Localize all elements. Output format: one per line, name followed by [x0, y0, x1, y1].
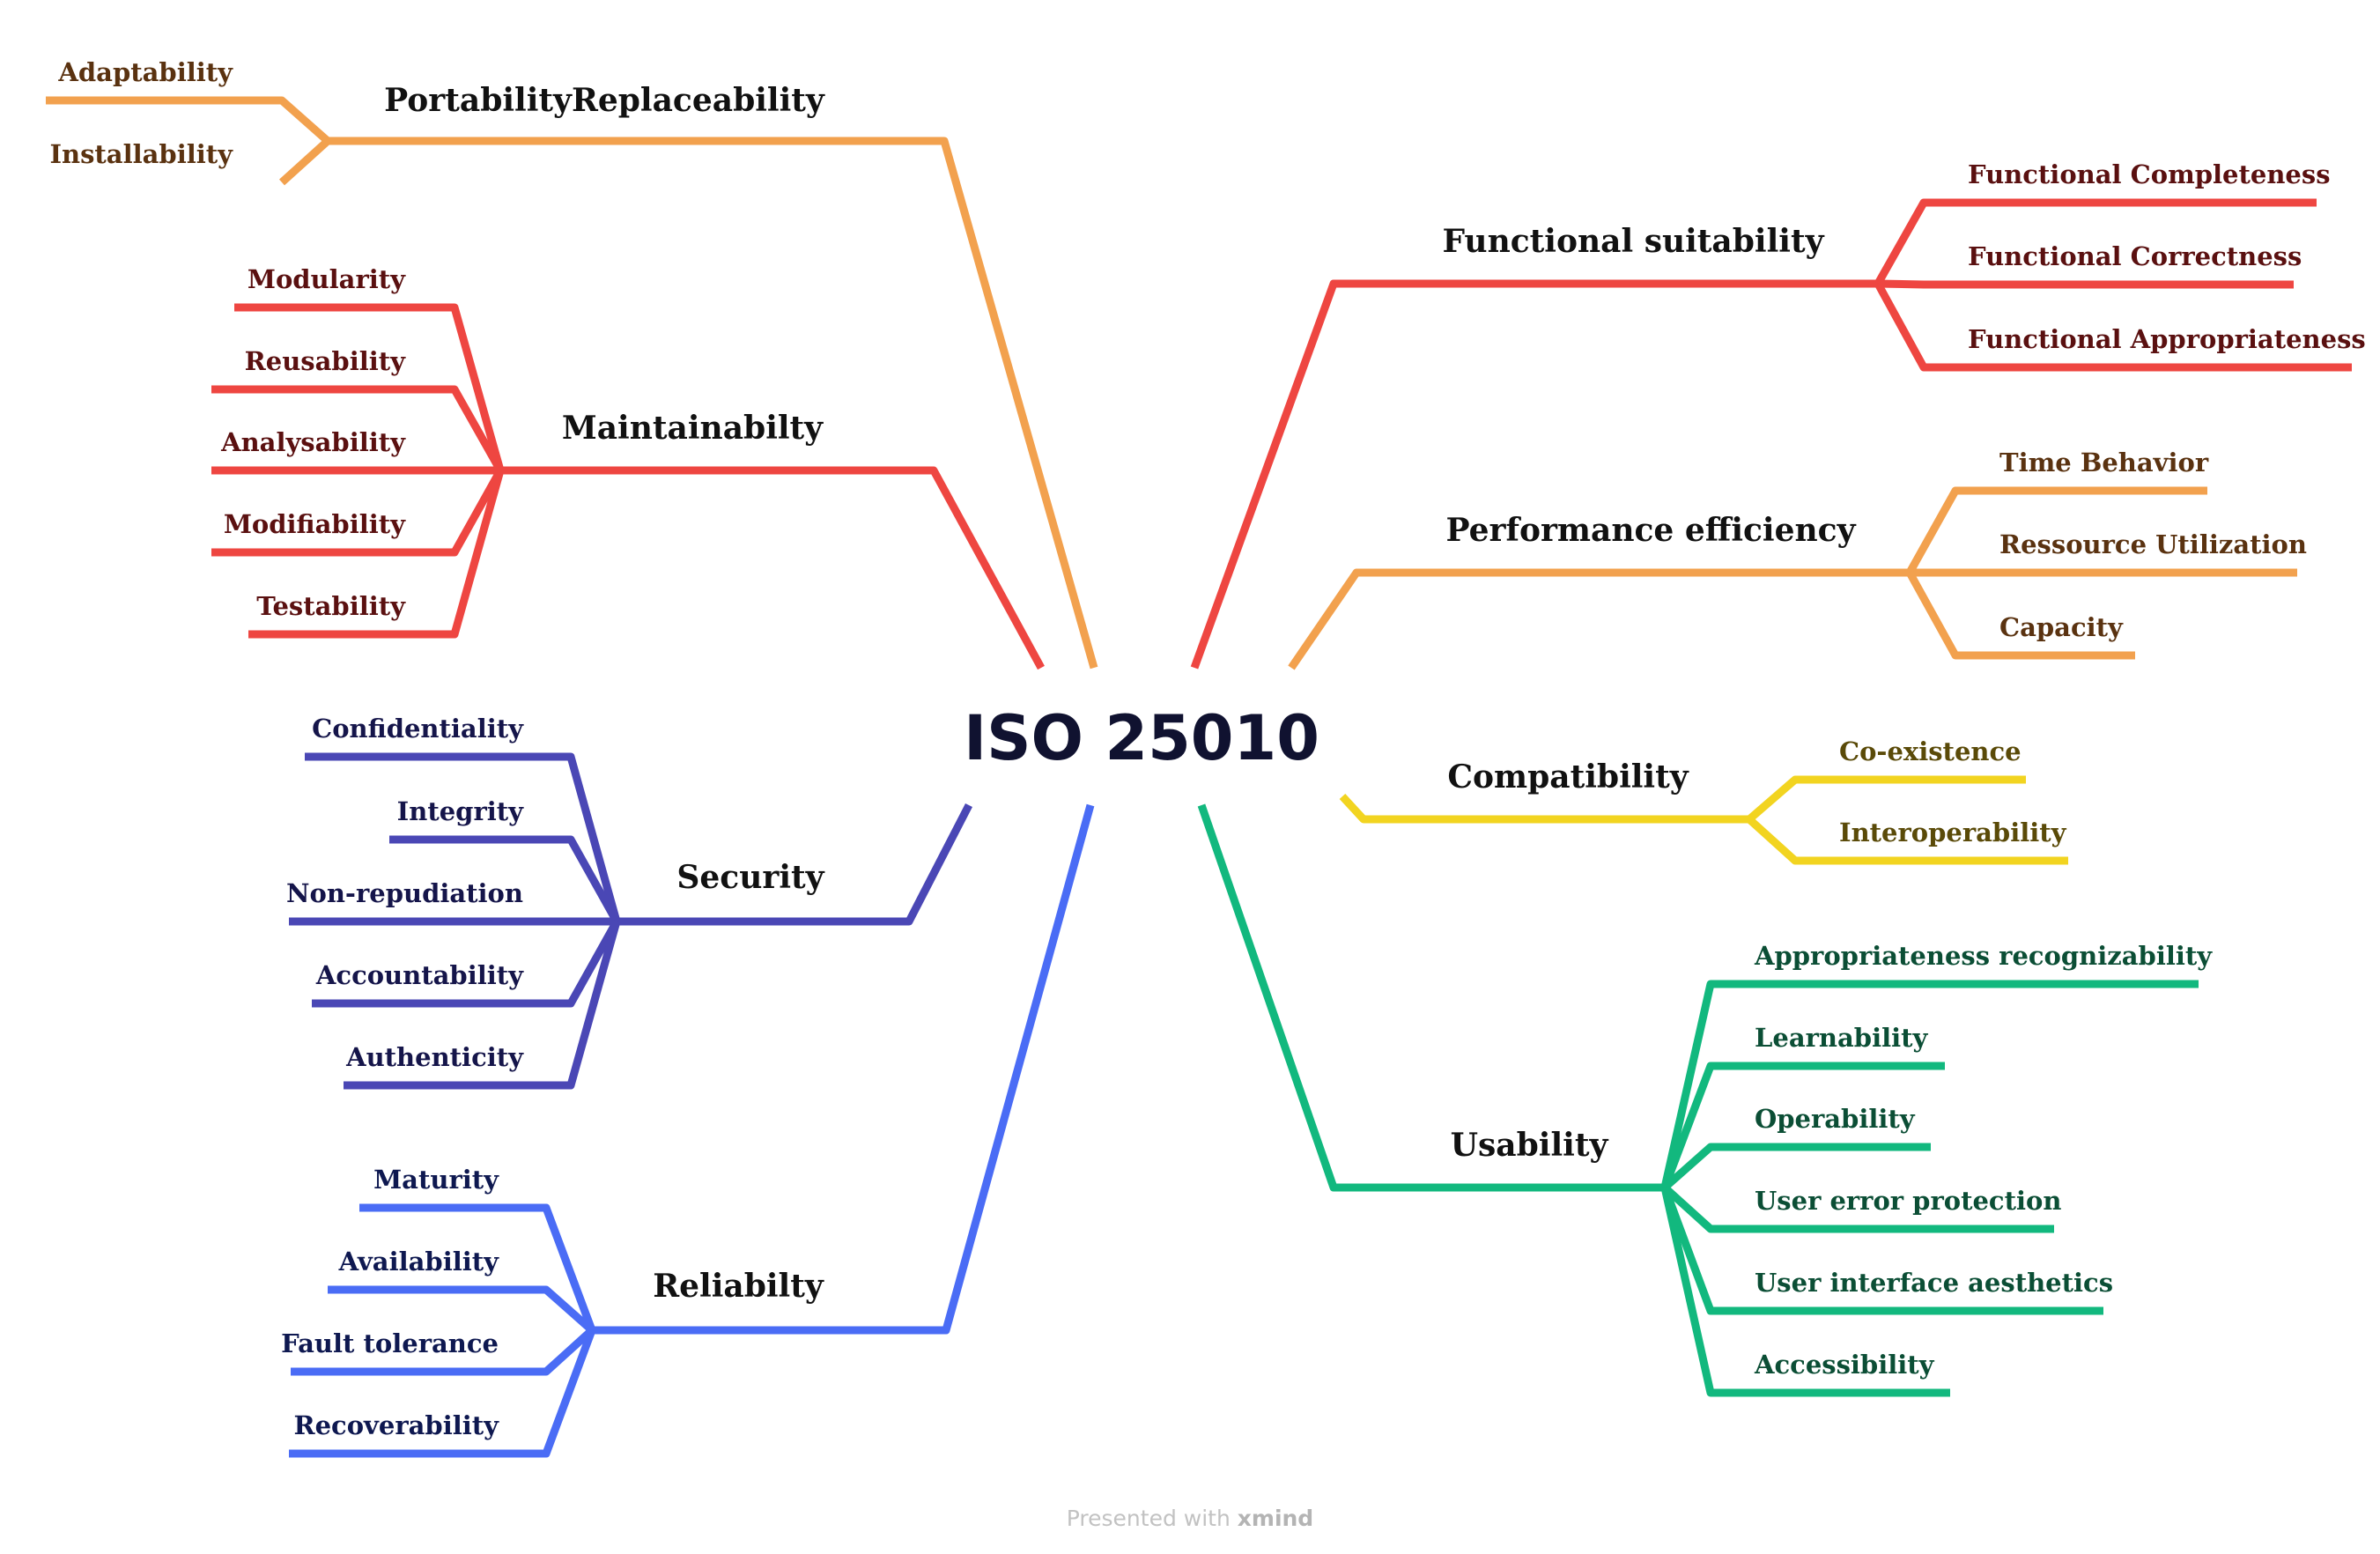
connector-security-authenticity [344, 920, 621, 1090]
connector-maintainability-testability [248, 469, 505, 639]
subtopic-modularity[interactable]: Modularity [248, 264, 406, 294]
topic-performance[interactable]: Performance efficiency [1445, 512, 1856, 549]
topic-portability[interactable]: PortabilityReplaceability [384, 82, 825, 119]
connector-maintainability [500, 466, 1045, 670]
connector-usability-user-error-protection [1661, 1184, 2054, 1233]
subtopic-capacity[interactable]: Capacity [1999, 612, 2124, 642]
subtopic-time-behavior[interactable]: Time Behavior [1999, 448, 2209, 477]
connector-performance-time-behavior [1906, 486, 2207, 575]
connector-reliability [592, 803, 1095, 1335]
subtopic-adaptability[interactable]: Adaptability [57, 57, 233, 87]
connector-usability-operability [1662, 1143, 1931, 1191]
connector-usability [1197, 803, 1665, 1192]
connector-security-integrity [389, 835, 620, 924]
connector-portability [328, 137, 1098, 670]
subtopic-accessibility[interactable]: Accessibility [1754, 1350, 1935, 1380]
topic-security[interactable]: Security [676, 859, 824, 896]
connector-reliability-fault-tolerance [291, 1327, 595, 1376]
subtopic-functional-correctness[interactable]: Functional Correctness [1968, 241, 2302, 271]
subtopic-user-error-protection[interactable]: User error protection [1755, 1186, 2061, 1216]
subtopic-non-repudiation[interactable]: Non-repudiation [286, 878, 523, 908]
subtopic-authenticity[interactable]: Authenticity [345, 1042, 524, 1072]
connector-maintainability-reusability [211, 385, 504, 473]
connector-reliability-recoverability [289, 1328, 596, 1458]
subtopic-reusability[interactable]: Reusability [245, 346, 406, 376]
subtopic-learnability[interactable]: Learnability [1755, 1023, 1929, 1053]
subtopic-functional-completeness[interactable]: Functional Completeness [1968, 159, 2331, 189]
subtopic-appropriateness-recognizability[interactable]: Appropriateness recognizability [1754, 941, 2213, 971]
subtopic-interoperability[interactable]: Interoperability [1839, 818, 2067, 847]
subtopic-ressource-utilization[interactable]: Ressource Utilization [1999, 529, 2307, 559]
connector-usability-accessibility [1660, 1187, 1950, 1397]
mind-map-labels: PortabilityReplaceability AdaptabilityIns… [49, 57, 2365, 1440]
subtopic-functional-appropriateness[interactable]: Functional Appropriateness [1968, 324, 2366, 354]
footer-brand: xmind [1238, 1506, 1313, 1531]
subtopic-integrity[interactable]: Integrity [397, 796, 524, 826]
footer-credit: Presented with xmind [1067, 1506, 1313, 1531]
subtopic-testability[interactable]: Testability [256, 591, 406, 621]
connector-usability-user-interface-aesthetics [1660, 1186, 2103, 1315]
connector-reliability-maturity [359, 1203, 596, 1332]
connector-functional-functional-correctness [1877, 279, 2294, 289]
connector-portability-installability [278, 137, 331, 186]
topic-usability[interactable]: Usability [1451, 1127, 1609, 1164]
connector-compatibility-co-existence [1747, 775, 2026, 823]
mind-map-connectors [46, 96, 2352, 1458]
subtopic-accountability[interactable]: Accountability [315, 960, 524, 990]
subtopic-maturity[interactable]: Maturity [373, 1165, 499, 1195]
connector-functional-functional-appropriateness [1874, 281, 2352, 372]
connector-security-accountability [312, 919, 620, 1008]
subtopic-operability[interactable]: Operability [1755, 1104, 1916, 1134]
connector-usability-learnability [1660, 1062, 1945, 1189]
connector-reliability-availability [328, 1285, 595, 1334]
topic-reliability[interactable]: Reliabilty [653, 1268, 824, 1305]
topic-compatibility[interactable]: Compatibility [1447, 758, 1689, 796]
connector-maintainability-modifiability [211, 468, 504, 557]
connector-security [617, 803, 973, 926]
topic-maintainability[interactable]: Maintainabilty [562, 410, 824, 447]
connector-performance [1288, 568, 1910, 670]
connector-functional [1190, 279, 1878, 670]
connector-portability-adaptability [46, 96, 330, 144]
subtopic-fault-tolerance[interactable]: Fault tolerance [281, 1328, 499, 1358]
topic-functional[interactable]: Functional suitability [1442, 223, 1824, 260]
connector-compatibility-interoperability [1746, 816, 2068, 865]
connector-functional-functional-completeness [1874, 198, 2317, 286]
subtopic-availability[interactable]: Availability [338, 1247, 500, 1276]
subtopic-modifiability[interactable]: Modifiability [224, 509, 406, 539]
connector-compatibility [1339, 793, 1749, 824]
subtopic-installability[interactable]: Installability [49, 139, 233, 169]
subtopic-recoverability[interactable]: Recoverability [294, 1410, 500, 1440]
connector-performance-capacity [1906, 570, 2135, 660]
connector-maintainability-modularity [234, 303, 505, 472]
footer-prefix: Presented with [1067, 1506, 1231, 1531]
connector-usability-appropriateness-recognizability [1660, 980, 2199, 1188]
central-topic[interactable]: ISO 25010 [964, 702, 1319, 774]
subtopic-analysability[interactable]: Analysability [220, 427, 406, 457]
subtopic-user-interface-aesthetics[interactable]: User interface aesthetics [1755, 1268, 2113, 1298]
subtopic-co-existence[interactable]: Co-existence [1839, 736, 2022, 766]
connector-security-confidentiality [305, 752, 621, 923]
subtopic-confidentiality[interactable]: Confidentiality [312, 714, 524, 744]
